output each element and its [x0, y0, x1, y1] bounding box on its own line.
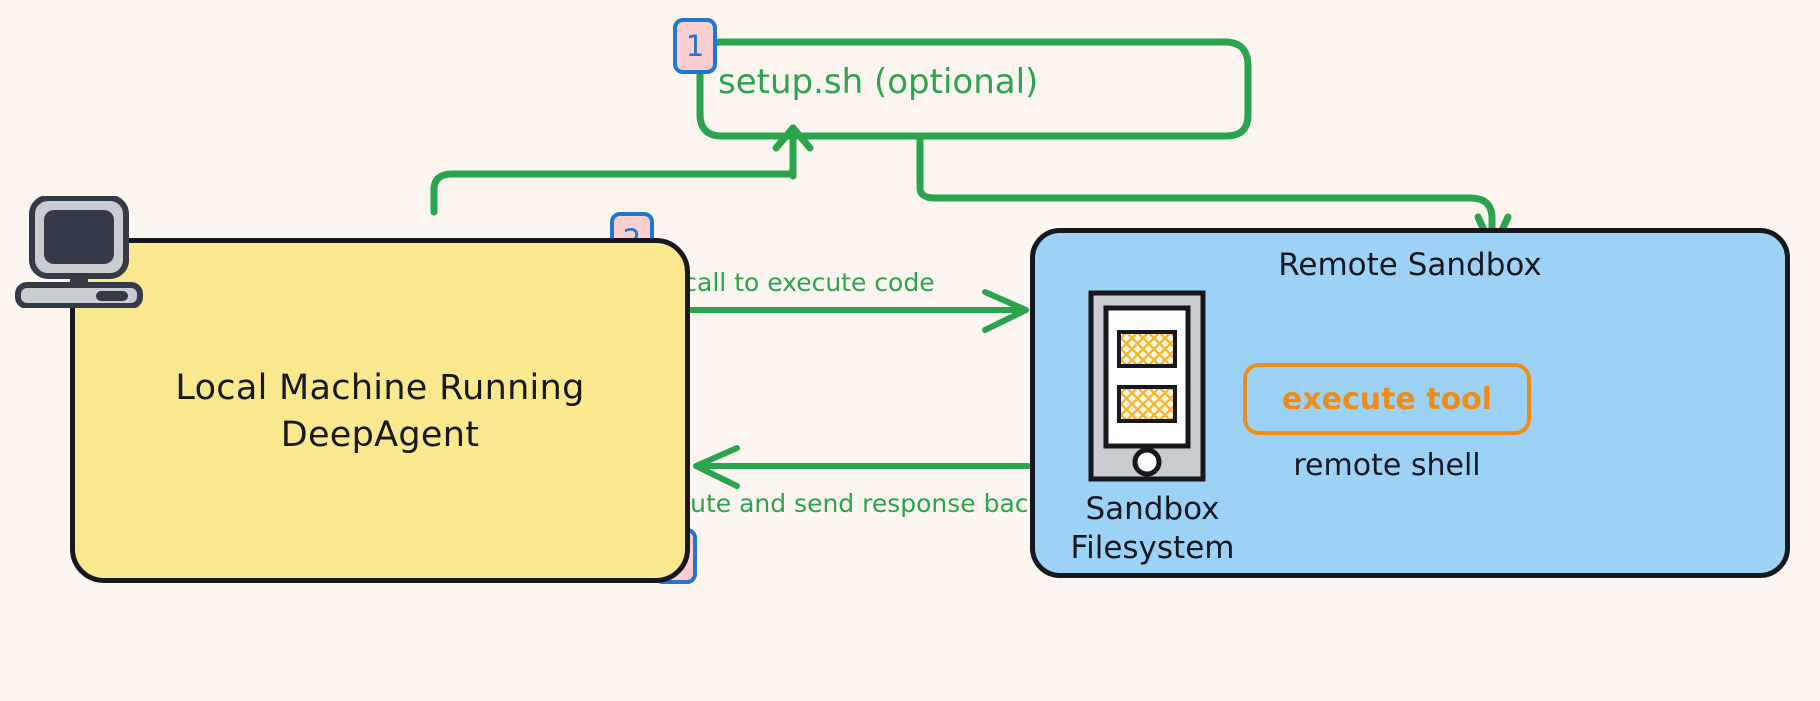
desktop-computer-icon: [15, 196, 143, 308]
local-machine-box: Local Machine Running DeepAgent: [70, 238, 690, 583]
local-machine-title-line1: Local Machine Running: [175, 368, 585, 408]
step-1-label: setup.sh (optional): [718, 62, 1039, 102]
sandbox-filesystem-caption-line1: Sandbox: [1085, 491, 1220, 527]
local-machine-title-line2: DeepAgent: [280, 415, 480, 455]
step-3-label: execute and send response back: [632, 489, 1044, 518]
phone-device-icon: [1088, 290, 1206, 482]
step-badge-1: 1: [673, 18, 717, 74]
sandbox-filesystem-caption-line2: Filesystem: [1070, 530, 1235, 566]
execute-tool-label: execute tool: [1281, 381, 1493, 417]
execute-tool-badge[interactable]: execute tool: [1243, 363, 1531, 435]
remote-sandbox-title: Remote Sandbox: [1278, 247, 1542, 283]
remote-shell-label: remote shell: [1293, 448, 1481, 483]
local-machine-title: Local Machine Running DeepAgent: [75, 365, 685, 459]
sandbox-filesystem-caption: Sandbox Filesystem: [1040, 490, 1265, 568]
